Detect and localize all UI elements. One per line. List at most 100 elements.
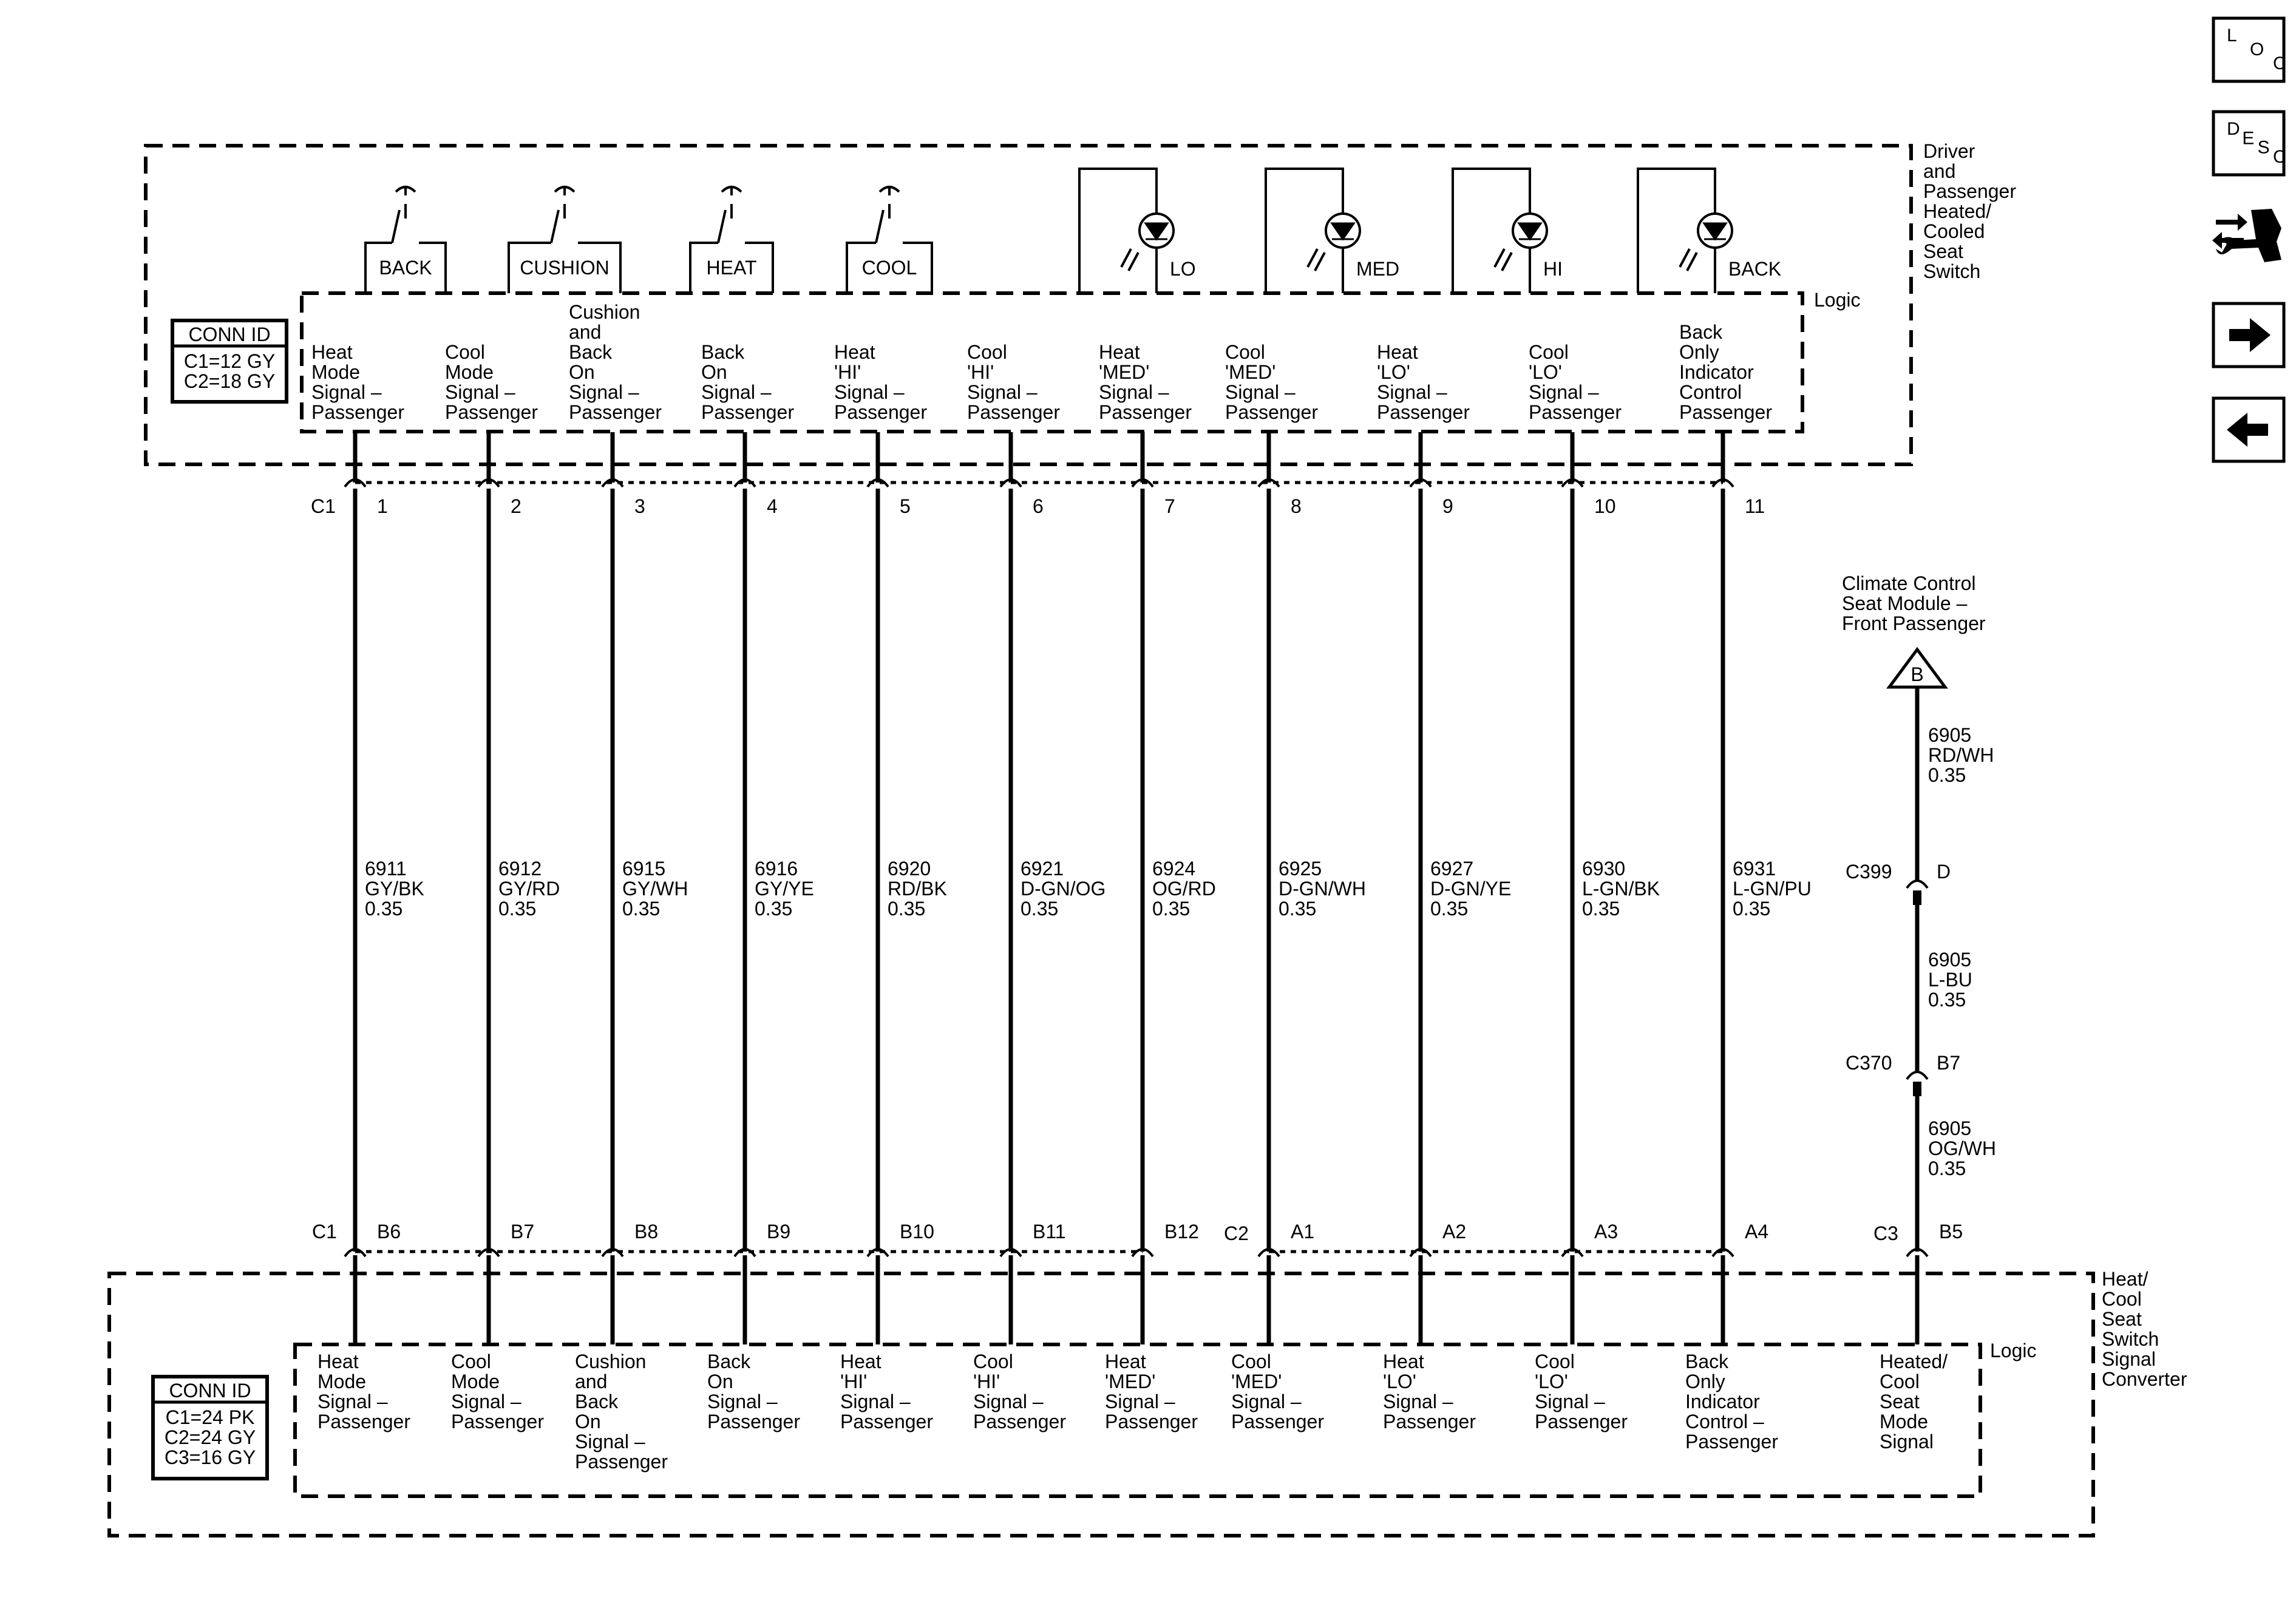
switch-cool: COOL [846, 186, 933, 293]
prev-button[interactable] [2212, 396, 2286, 463]
top-pin-label: Passenger [1529, 401, 1622, 423]
wire-spec: GY/BK [365, 878, 424, 900]
bottom-pin-label: Signal [1880, 1431, 1934, 1453]
wire-spec: D-GN/OG [1021, 878, 1106, 900]
switch-actuator-icon [395, 186, 416, 195]
top-module-name: Switch [1923, 260, 1980, 282]
bottom-pin-label: Seat [1880, 1391, 1920, 1412]
bottom-pin-number: B12 [1164, 1221, 1199, 1242]
bottom-pin-label: Passenger [1105, 1411, 1198, 1432]
next-button[interactable] [2212, 302, 2286, 368]
top-pin-label: Signal – [1099, 381, 1169, 403]
top-module-name: Seat [1923, 240, 1963, 262]
top-pin-label: 'LO' [1529, 361, 1562, 383]
top-pin-label: 'MED' [1099, 361, 1149, 383]
top-pin-label: Cool [1225, 341, 1265, 363]
switch-wire [364, 242, 447, 293]
top-pin-label: On [569, 361, 595, 383]
loc-button[interactable]: LOC [2212, 16, 2286, 83]
conn-id-frame [171, 319, 288, 404]
loc-icon-letter: L [2227, 25, 2237, 46]
connector-pin-cup [344, 1248, 367, 1258]
transfer-arrows-icon [2212, 214, 2247, 249]
switch-contact [717, 209, 727, 243]
top-pin-label: 'HI' [967, 361, 994, 383]
top-pin-label: Heat [311, 341, 353, 363]
inline-connector-cup [1906, 880, 1929, 889]
bottom-pin-label: Passenger [451, 1411, 544, 1432]
switch-label: COOL [862, 257, 917, 279]
diode-symbol [1702, 222, 1728, 241]
top-pin-label: Back [701, 341, 745, 363]
bottom-pin-number: B5 [1939, 1221, 1963, 1242]
wire-spec: RD/BK [888, 878, 947, 900]
wire-spec: D-GN/WH [1279, 878, 1366, 900]
bottom-pin-label: Mode [318, 1371, 366, 1392]
indicator-label: BACK [1728, 258, 1781, 280]
switch-label: CUSHION [520, 257, 610, 279]
bottom-logic-label: Logic [1990, 1340, 2037, 1361]
conn-id-line: C1=12 GY [184, 350, 275, 372]
bottom-pin-label: Passenger [318, 1411, 410, 1432]
wire-spec: 0.35 [1279, 898, 1316, 920]
indicator-wire [1452, 168, 1531, 293]
bottom-pin-label: Indicator [1685, 1391, 1760, 1412]
bottom-module-name: Switch [2102, 1328, 2159, 1350]
climate-module-label: Seat Module – [1842, 592, 1968, 614]
conn-id-title: CONN ID [169, 1380, 251, 1402]
wire-spec: L-GN/BK [1582, 878, 1660, 900]
top-pin-label: 'LO' [1377, 361, 1410, 383]
light-emission-icon [1679, 248, 1698, 271]
connector-pin-cup [601, 1248, 624, 1258]
loc-icon-letter: C [2273, 53, 2286, 73]
desc-icon-letter: D [2227, 119, 2240, 139]
wire-spec: L-GN/PU [1733, 878, 1812, 900]
top-pin-label: and [569, 321, 601, 343]
switch-back: BACK [364, 186, 447, 293]
top-pin-label: Passenger [967, 401, 1060, 423]
wire-spec: 0.35 [1733, 898, 1770, 920]
top-pin-label: Signal – [569, 381, 639, 403]
switch-contact [550, 209, 560, 243]
bottom-module-border [107, 1272, 2095, 1537]
top-module-name: Passenger [1923, 180, 2016, 202]
top-pin-label: Back [569, 341, 613, 363]
wire-spec: 6925 [1279, 858, 1322, 880]
indicator-wire [1637, 168, 1716, 293]
wire-spec: 6930 [1582, 858, 1625, 880]
diode-symbol [1144, 222, 1169, 241]
bottom-module-name: Signal [2102, 1348, 2156, 1370]
top-pin-label: Signal – [311, 381, 382, 403]
top-pin-number: 9 [1442, 495, 1453, 517]
top-module-name: Cooled [1923, 220, 1985, 242]
tools-button[interactable] [2212, 209, 2281, 262]
indicator-lo: LO [1078, 168, 1196, 293]
top-pin-number: 5 [900, 495, 911, 517]
conn-id-line: C2=18 GY [184, 370, 275, 392]
bottom-pin-label: Passenger [1535, 1411, 1628, 1432]
bottom-connector-label: C2 [1224, 1222, 1249, 1244]
indicator-back: BACK [1637, 168, 1781, 293]
indicator-label: LO [1170, 258, 1196, 280]
branch-wire-spec: RD/WH [1928, 744, 1994, 766]
bottom-pin-number: A3 [1594, 1221, 1618, 1242]
wire-spec: 6912 [498, 858, 542, 880]
inline-connector-pin [1913, 890, 1921, 905]
bottom-pin-label: Control – [1685, 1411, 1764, 1432]
top-pin-label: Passenger [1099, 401, 1192, 423]
bottom-pin-label: Only [1685, 1371, 1725, 1392]
branch-wire-spec: 6905 [1928, 1117, 1971, 1139]
bottom-pin-label: Passenger [840, 1411, 933, 1432]
top-pin-label: Signal – [1377, 381, 1447, 403]
wire-spec: 0.35 [1021, 898, 1058, 920]
top-pin-number: 2 [511, 495, 521, 517]
top-pin-label: Passenger [834, 401, 927, 423]
top-module-name: Heated/ [1923, 200, 1991, 222]
top-pin-number: 1 [377, 495, 388, 517]
